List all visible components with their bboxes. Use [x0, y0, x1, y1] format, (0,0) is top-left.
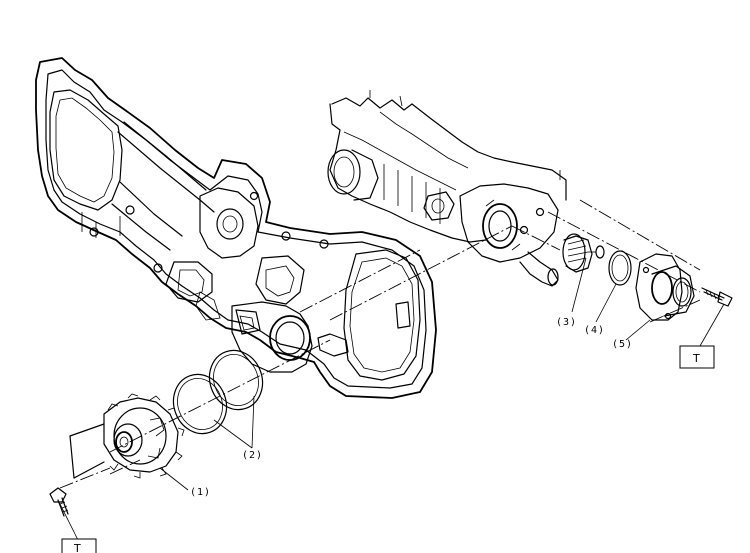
part-label-4: (4)	[584, 325, 605, 336]
engine-head	[327, 90, 567, 287]
timing-cover-plate	[35, 57, 437, 399]
torque-label-right: T	[692, 352, 700, 365]
water-pump	[69, 393, 185, 479]
cover-bolt	[701, 287, 733, 307]
part-label-5: (5)	[612, 339, 633, 350]
part-label-3: (3)	[556, 317, 577, 328]
thermostat-gasket	[608, 250, 632, 286]
torque-box-right	[679, 345, 715, 369]
water-pump-gaskets	[172, 349, 264, 435]
leader-lines	[59, 257, 725, 541]
thermostat-cover	[635, 253, 695, 321]
torque-box-left	[61, 538, 97, 553]
part-label-2: (2)	[242, 450, 263, 461]
torque-label-left: T	[73, 542, 81, 553]
thermostat	[562, 233, 605, 273]
part-label-1: (1)	[190, 487, 211, 498]
pump-bolt	[49, 487, 69, 517]
alignment-lines	[59, 199, 701, 489]
